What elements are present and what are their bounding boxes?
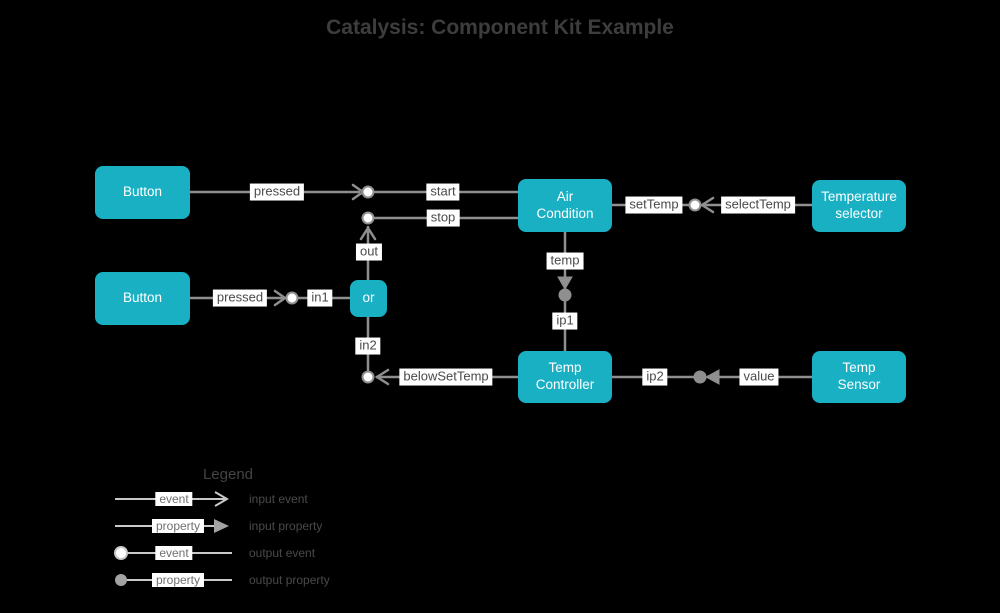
input-property-arrow-value [704,369,720,385]
node-button-top[interactable]: Button [95,166,190,219]
input-event-arrow-pressed-bottom [273,289,288,307]
edge-label-start: start [426,183,460,201]
node-or-gate[interactable]: or [350,280,387,317]
edge-label-belowSetTemp: belowSetTemp [399,368,493,386]
legend-filled-arrow-icon [214,519,229,533]
edge-label-ip2: ip2 [642,368,668,386]
diagram-title: Catalysis: Component Kit Example [326,16,674,39]
input-event-arrow-out [359,225,377,241]
node-temp-sensor[interactable]: Temp Sensor [812,351,906,403]
legend-meaning-output-property: output property [249,573,330,587]
node-temperature-selector[interactable]: Temperature selector [812,180,906,232]
legend-label-property-input: property [151,519,205,533]
edge-label-ip1: ip1 [552,312,578,330]
output-property-port-value [693,370,707,384]
legend-label-event-output: event [155,546,193,560]
legend-filled-circle-icon [115,574,127,586]
output-event-port-stop [361,211,375,225]
legend-label-property-output: property [151,573,205,587]
legend-open-circle-icon [114,546,128,560]
output-property-port-temp [558,288,572,302]
output-event-port-start [361,185,375,199]
edge-label-in1: in1 [307,289,333,307]
legend-meaning-input-property: input property [249,519,323,533]
input-event-arrow-selectTemp [699,196,715,214]
edge-label-in2: in2 [355,337,381,355]
output-event-port-setTemp [688,198,702,212]
node-temp-controller[interactable]: Temp Controller [518,351,612,403]
node-air-condition[interactable]: Air Condition [518,179,612,232]
edge-label-pressed-top: pressed [249,183,305,201]
edge-label-temp: temp [546,252,584,270]
edge-label-value: value [739,368,779,386]
legend-meaning-output-event: output event [249,546,316,560]
legend-meaning-input-event: input event [249,492,308,506]
edge-label-selectTemp: selectTemp [721,196,795,214]
edge-label-setTemp: setTemp [625,196,683,214]
node-button-bottom[interactable]: Button [95,272,190,325]
output-event-port-in2 [361,370,375,384]
input-property-arrow-temp [557,276,573,290]
legend-title: Legend [202,466,254,483]
output-event-port-in1 [285,291,299,305]
edge-label-stop: stop [426,209,460,227]
edge-label-pressed-bottom: pressed [212,289,268,307]
legend-open-arrow-icon [214,491,229,507]
input-event-arrow-belowSetTemp [374,368,390,386]
edge-label-out: out [355,243,383,261]
legend-label-event-input: event [155,492,193,506]
